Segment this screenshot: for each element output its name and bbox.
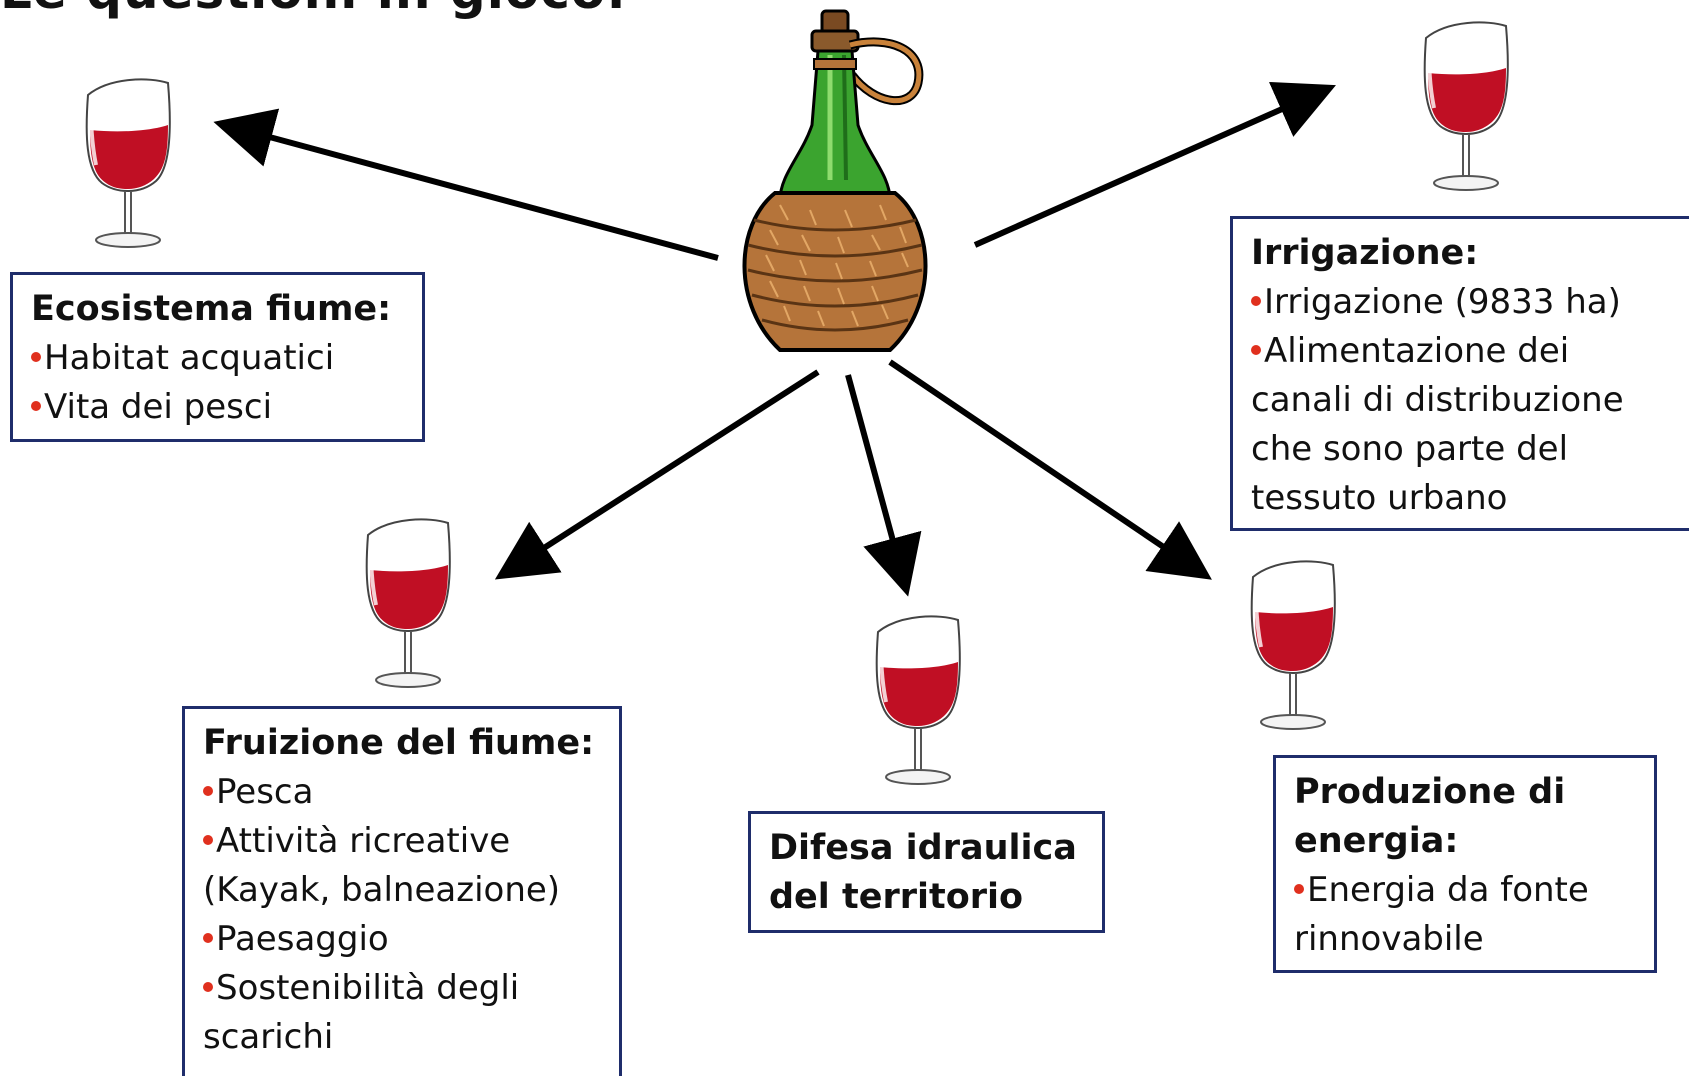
box-title-line1: Produzione di	[1294, 772, 1566, 812]
box-title-line2: del territorio	[769, 877, 1024, 917]
page-title: Le questioni in gioco:	[0, 0, 627, 20]
bullet-dot-icon	[31, 400, 41, 411]
list-item: Sostenibilità degli scarichi	[203, 968, 520, 1057]
wine-glass-icon	[365, 518, 451, 688]
list-item: Attività ricreative (Kayak, balneazione)	[203, 821, 561, 910]
wine-glass-icon	[85, 78, 171, 248]
box-title: Fruizione del fiume:	[203, 723, 595, 763]
wine-glass-icon	[875, 615, 961, 785]
list-item: Irrigazione (9833 ha)	[1251, 278, 1671, 327]
list-item: Habitat acquatici	[31, 334, 404, 383]
bullet-dot-icon	[203, 932, 213, 943]
wine-glass-icon	[1423, 21, 1509, 191]
box-difesa-idraulica: Difesa idraulica del territorio	[748, 811, 1105, 933]
list-item: Energia da fonte rinnovabile	[1294, 870, 1589, 959]
arrow-to-ecosistema	[213, 108, 719, 261]
box-title-line2: energia:	[1294, 821, 1459, 861]
box-produzione-energia: Produzione di energia: Energia da fonte …	[1273, 755, 1657, 973]
arrow-to-irrigazione	[973, 82, 1336, 248]
list-item: Pesca	[203, 768, 601, 817]
box-fruizione-fiume: Fruizione del fiume: Pesca Attività ricr…	[182, 706, 622, 1076]
box-title: Ecosistema fiume:	[31, 289, 392, 329]
bullet-dot-icon	[31, 351, 41, 362]
arrow-to-fruizione	[494, 369, 820, 580]
list-item: Vita dei pesci	[31, 383, 404, 432]
list-item: Alimentazione dei canali di distribuzion…	[1251, 331, 1624, 518]
arrow-to-energia	[888, 359, 1212, 580]
box-irrigazione: Irrigazione: Irrigazione (9833 ha) Alime…	[1230, 216, 1689, 531]
bullet-dot-icon	[203, 785, 213, 796]
bullet-dot-icon	[203, 981, 213, 992]
bullet-dot-icon	[1251, 295, 1261, 306]
bullet-dot-icon	[1294, 883, 1304, 894]
box-ecosistema-fiume: Ecosistema fiume: Habitat acquatici Vita…	[10, 272, 425, 442]
bullet-dot-icon	[1251, 344, 1261, 355]
list-item: Paesaggio	[203, 915, 601, 964]
wine-glass-icon	[1250, 560, 1336, 730]
arrow-to-difesa	[845, 374, 922, 597]
wine-flask-icon	[742, 9, 928, 352]
box-title-line1: Difesa idraulica	[769, 828, 1077, 868]
box-title: Irrigazione:	[1251, 233, 1479, 273]
bullet-dot-icon	[203, 834, 213, 845]
